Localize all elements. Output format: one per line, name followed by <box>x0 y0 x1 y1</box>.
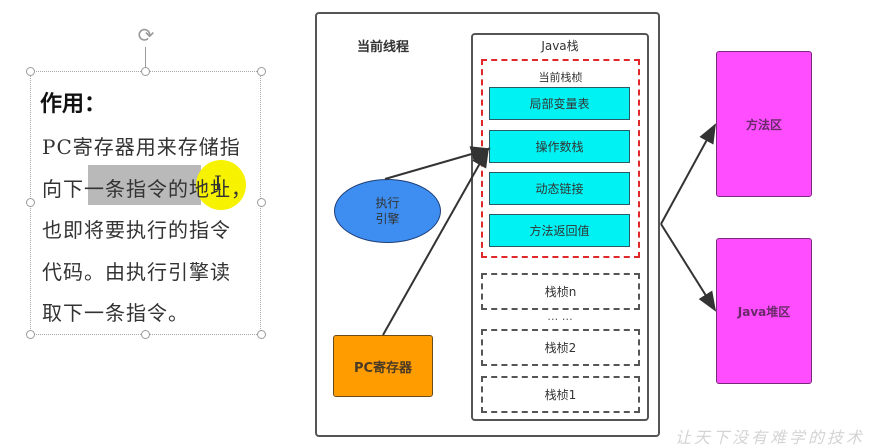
resize-handle-right[interactable] <box>257 198 266 207</box>
stack-to-heap-arrow <box>660 223 717 312</box>
resize-handle-top-left[interactable] <box>26 67 35 76</box>
current-thread-label: 当前线程 <box>357 40 410 55</box>
frame-2-box: 栈桢2 <box>481 329 640 366</box>
java-stack-label: Java栈 <box>541 39 579 53</box>
cursor-highlight <box>196 160 246 210</box>
engine-label-line2: 引擎 <box>375 212 400 226</box>
resize-handle-bottom-right[interactable] <box>257 330 266 339</box>
textbox-line-5[interactable]: 取下一条指令。 <box>42 301 189 325</box>
textbox-title: 作用： <box>40 92 107 117</box>
textbox-line-4[interactable]: 代码。由执行引擎读 <box>42 260 231 284</box>
textbox-line-3[interactable]: 也即将要执行的指令 <box>42 218 231 242</box>
engine-label-line1: 执行 <box>375 196 400 210</box>
text-cursor-ibeam-icon: I <box>214 171 222 195</box>
frames-ellipsis: … … <box>547 310 573 323</box>
execution-engine-ellipse: 执行 引擎 <box>334 179 441 243</box>
text-selection-highlight <box>88 165 201 205</box>
pc-register-box: PC寄存器 <box>333 335 433 397</box>
resize-handle-bottom[interactable] <box>141 330 150 339</box>
stack-to-method-area-arrow <box>660 123 716 225</box>
current-frame-label: 当前栈桢 <box>538 71 583 84</box>
method-area-box: 方法区 <box>716 51 812 197</box>
resize-handle-left[interactable] <box>26 198 35 207</box>
dynamic-linking-box: 动态链接 <box>489 172 630 205</box>
java-heap-box: Java堆区 <box>716 238 812 384</box>
textbox-line-2[interactable]: 向下一条指令的地址， <box>42 177 252 201</box>
return-address-box: 方法返回值 <box>489 214 630 247</box>
resize-handle-top[interactable] <box>141 67 150 76</box>
frame-n-box: 栈桢n <box>481 273 640 310</box>
resize-handle-top-right[interactable] <box>257 67 266 76</box>
operand-stack-box: 操作数栈 <box>489 130 630 163</box>
frame-1-box: 栈桢1 <box>481 376 640 413</box>
local-variables-box: 局部变量表 <box>489 87 630 120</box>
textbox-line-1[interactable]: PC寄存器用来存储指 <box>42 135 241 159</box>
watermark: 让天下没有难学的技术 <box>675 428 866 447</box>
rotate-handle-stem <box>145 47 146 71</box>
rotate-handle-icon[interactable]: ⟳ <box>137 23 155 47</box>
resize-handle-bottom-left[interactable] <box>26 330 35 339</box>
